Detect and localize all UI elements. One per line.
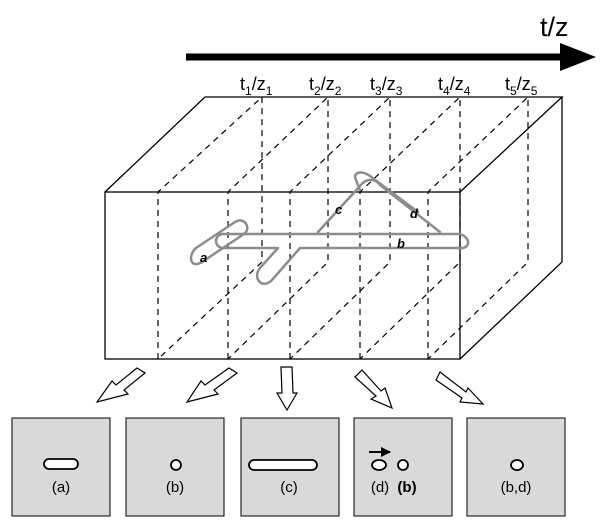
panel-bd: (b,d) [466, 417, 566, 517]
object-tube [189, 171, 470, 285]
object-b-cross-section [170, 459, 182, 471]
panel-b-caption: (b) [166, 479, 184, 496]
slice-label-2: t2/z2 [309, 74, 342, 98]
panel-b: (b) [125, 417, 225, 517]
segment-labels: a b c d [200, 202, 419, 265]
time-axis-label: t/z [540, 12, 569, 42]
tube-segment-d [353, 171, 420, 214]
projection-arrows [95, 366, 485, 412]
panel-a-caption: (a) [52, 479, 70, 496]
panel-bd-caption: (b,d) [501, 479, 532, 496]
object-d-cross-section [371, 459, 387, 471]
volume-box [104, 96, 564, 360]
slice-label-4: t4/z4 [438, 74, 471, 98]
slice-plane-5 [427, 95, 529, 360]
slice-plane-1 [157, 95, 263, 360]
object-bd-cross-section [510, 459, 524, 471]
slice-label-5: t5/z5 [505, 74, 538, 98]
segment-label-c: c [335, 202, 343, 217]
arrow-to-panel-bd [435, 371, 485, 405]
time-axis-arrowhead [560, 43, 596, 71]
box-front-face [104, 191, 461, 360]
slice-label-1: t1/z1 [240, 74, 273, 98]
arrow-to-panel-d [354, 369, 394, 410]
slice-plane-3 [289, 95, 391, 360]
panel-a: (a) [11, 417, 111, 517]
tube-segment-b [214, 232, 470, 285]
segment-label-a: a [200, 250, 207, 265]
panel-c: (c) [240, 417, 340, 517]
box-right-edges [459, 97, 563, 360]
panel-c-caption: (c) [280, 479, 298, 496]
panel-d: (d) (b) [353, 417, 453, 517]
object-b-cross-section [397, 459, 409, 471]
panel-d-caption-b: (b) [397, 479, 416, 496]
slice-plane-4 [359, 95, 461, 360]
arrow-to-panel-a [95, 367, 147, 403]
box-top-edges [104, 96, 564, 193]
tube-segment-a [189, 219, 249, 266]
arrow-to-panel-c [275, 366, 299, 412]
slice-label-3: t3/z3 [370, 74, 403, 98]
slice-planes [157, 95, 529, 360]
arrow-to-panel-b [185, 367, 239, 403]
object-c-cross-section [248, 459, 318, 471]
segment-label-b: b [397, 236, 405, 251]
object-a-cross-section [43, 458, 79, 470]
panel-d-caption-d: (d) [371, 479, 389, 496]
slice-plane-2 [227, 95, 329, 360]
slice-labels: t1/z1 t2/z2 t3/z3 t4/z4 t5/z5 [240, 74, 538, 98]
time-axis: t/z [186, 12, 596, 71]
segment-label-d: d [410, 206, 419, 221]
